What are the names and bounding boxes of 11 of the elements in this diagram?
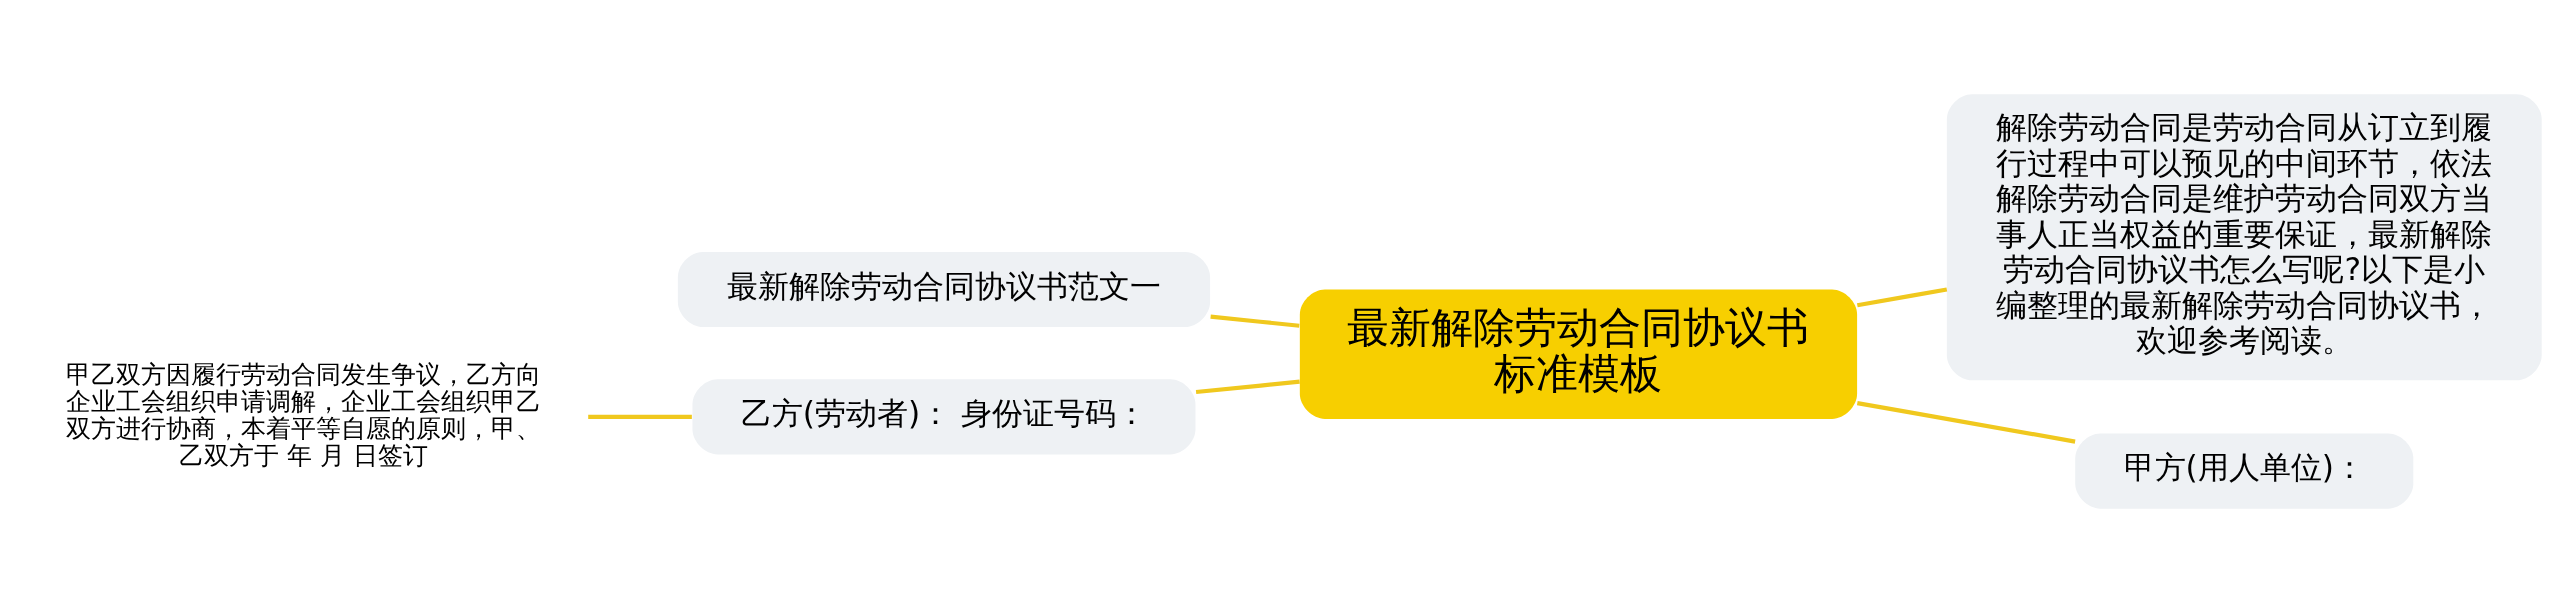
node-box: 最新解除劳动合同协议书标准模板 [1299, 289, 1858, 419]
connector [1210, 314, 1300, 328]
connector [1195, 379, 1300, 394]
node-box: 解除劳动合同是劳动合同从订立到履行过程中可以预见的中间环节，依法解除劳动合同是维护劳动合同双方当事人正当权益的重要保证，最新解除劳动合同协议书怎么写呢?以下是小编整理的最新解除劳动合同协议书，欢迎参考阅读。 [1946, 93, 2542, 380]
connector [588, 414, 692, 419]
node-box: 最新解除劳动合同协议书范文一 [677, 251, 1211, 327]
connector [1856, 286, 1948, 307]
node-box: 乙方(劳动者)： 身份证号码： [692, 378, 1196, 454]
node-text: 甲乙双方因履行劳动合同发生争议，乙方向企业工会组织申请调解，企业工会组织甲乙双方进行协商，本着平等自愿的原则，甲、乙双方于 年 月 日签订 [65, 359, 541, 470]
node-box: 甲方(用人单位)： [2075, 433, 2414, 509]
connector [1856, 400, 2076, 444]
